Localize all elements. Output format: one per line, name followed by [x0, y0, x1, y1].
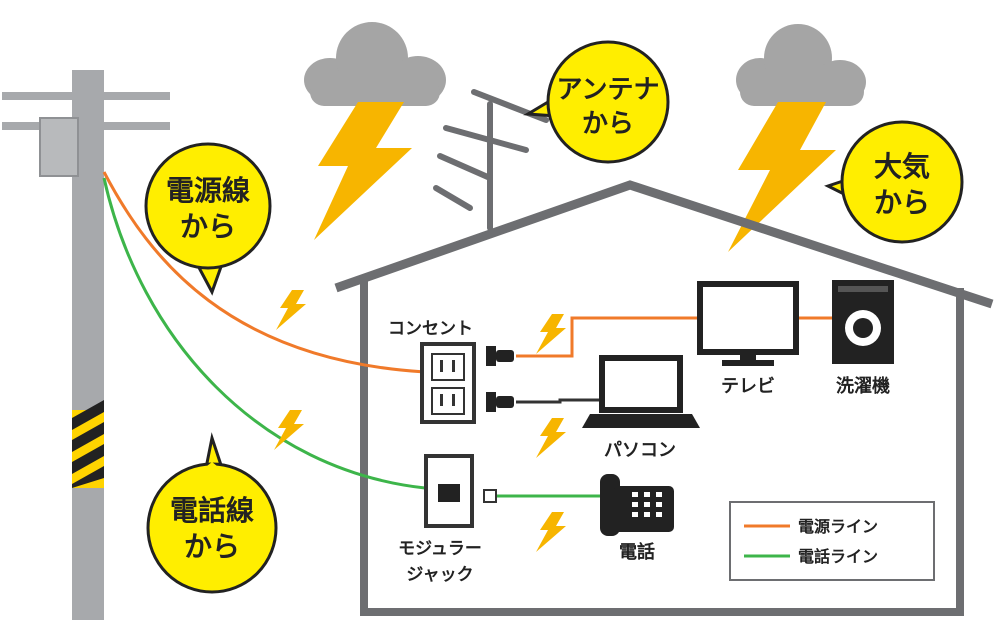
house-outline [334, 180, 994, 616]
tv-label: テレビ [721, 376, 775, 397]
bubble-phone-line-text-2: から [184, 530, 240, 563]
bubble-power-line-text-1: 電源線 [166, 174, 250, 207]
pc-label: パソコン [604, 440, 676, 461]
washer-icon [832, 280, 894, 364]
modular-jack-icon [424, 454, 497, 528]
legend: 電源ライン 電話ライン [729, 501, 935, 581]
cloud-right-icon [736, 24, 866, 106]
outlet-label: コンセント [388, 319, 473, 339]
small-lightning-5-icon [536, 512, 566, 552]
bubble-phone-line-text-1: 電話線 [170, 494, 254, 527]
tv-icon [697, 281, 799, 366]
modular-jack-label-1: モジュラー [398, 539, 482, 559]
phone-label: 電話 [619, 541, 655, 563]
bubble-antenna-text-2: から [582, 109, 634, 139]
legend-phone-label: 電話ライン [798, 547, 878, 566]
telephone-icon [600, 474, 674, 536]
bubble-phone-line: 電話線 から [146, 432, 278, 594]
small-lightning-3-icon [536, 314, 566, 354]
utility-pole [2, 70, 170, 620]
plug-icon [486, 346, 514, 412]
bubble-power-line: 電源線 から [144, 142, 272, 296]
phone-wire [102, 177, 426, 490]
laptop-icon [582, 355, 700, 428]
modular-jack-label-2: ジャック [406, 565, 473, 585]
lightning-left-icon [314, 102, 412, 240]
bubble-power-line-text-2: から [180, 210, 236, 243]
bubble-atmosphere-text-2: から [874, 186, 930, 219]
washer-label: 洗濯機 [836, 375, 890, 397]
tv-power-cord [516, 316, 700, 358]
pc-power-cord [516, 398, 602, 404]
bubble-antenna: アンテナ から [523, 40, 670, 164]
outlet-icon [420, 342, 476, 424]
power-wire [102, 171, 426, 374]
small-lightning-4-icon [536, 418, 566, 458]
small-lightning-1-icon [276, 290, 306, 330]
bubble-antenna-text-1: アンテナ [557, 75, 660, 105]
lightning-right-icon [728, 102, 836, 252]
small-lightning-2-icon [274, 410, 304, 450]
legend-power-label: 電源ライン [798, 517, 878, 536]
pole-warning-stripes [72, 400, 104, 488]
bubble-atmosphere: 大気 から [824, 120, 964, 244]
bubble-atmosphere-text-1: 大気 [874, 150, 930, 183]
cloud-left-icon [304, 22, 446, 106]
